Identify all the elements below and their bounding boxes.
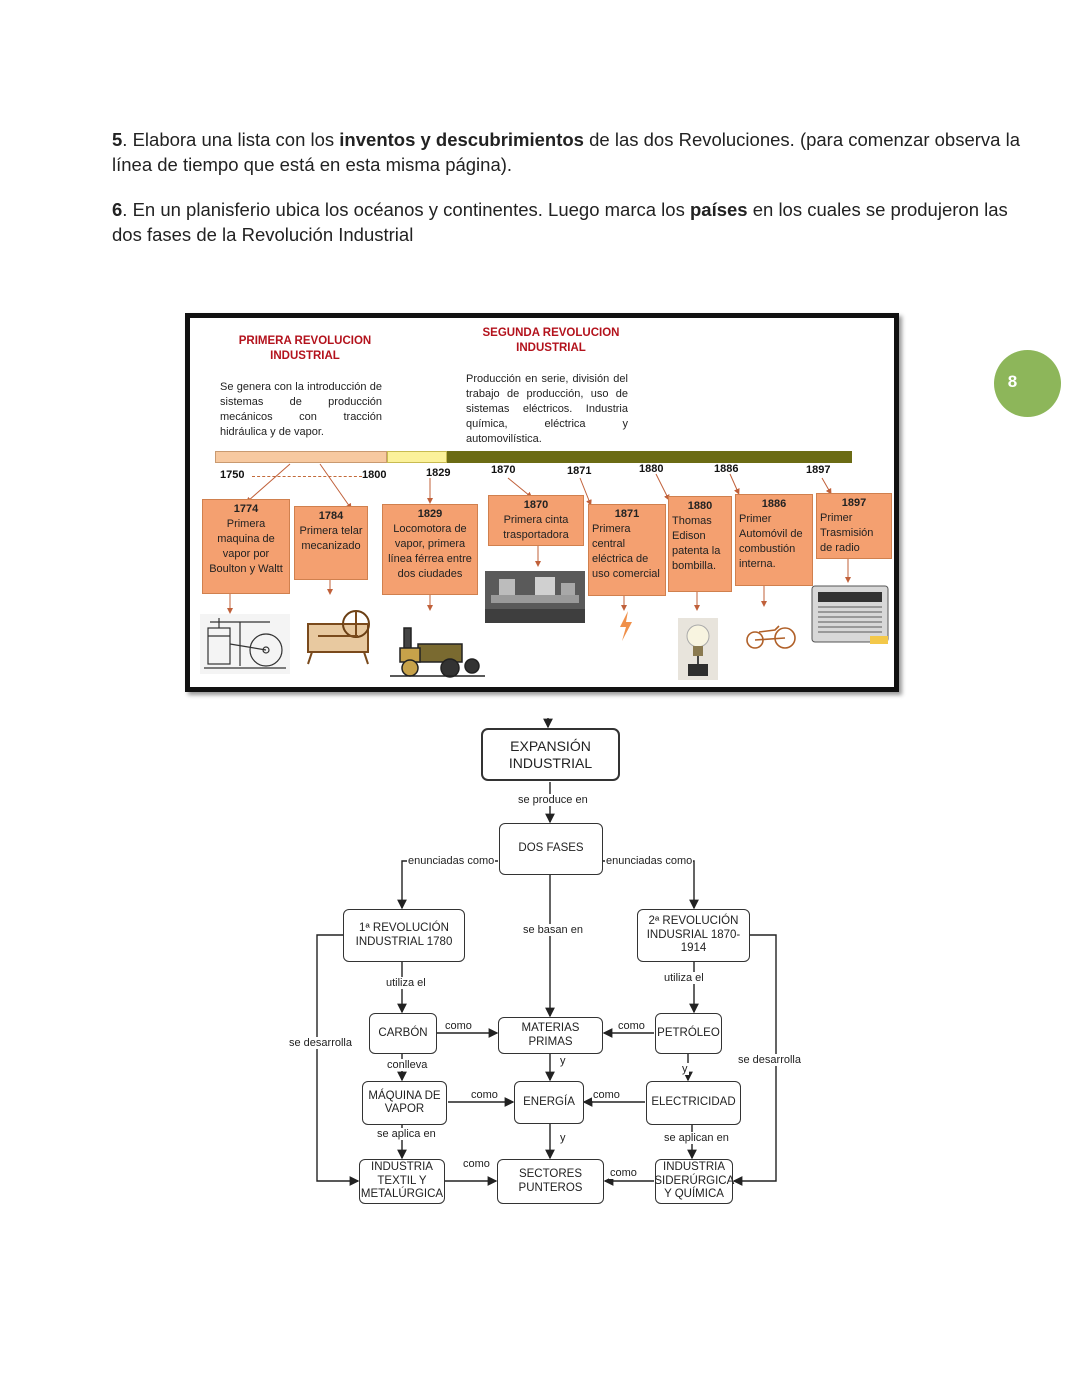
event-text: Primer Automóvil de combustión interna.	[739, 513, 803, 570]
link-label: como	[617, 1020, 646, 1032]
link-label: se aplica en	[376, 1128, 437, 1140]
link-label: como	[470, 1089, 499, 1101]
mechanical-loom-image	[307, 610, 370, 665]
page-number: 8	[1007, 371, 1018, 391]
link-label: se aplican en	[663, 1132, 730, 1144]
node-dos-fases: DOS FASES	[499, 823, 603, 875]
year-label: 1750	[220, 469, 245, 481]
node-expansion-industrial: EXPANSIÓN INDUSTRIAL	[481, 728, 620, 781]
link-label: y	[559, 1132, 567, 1144]
event-year: 1871	[614, 508, 640, 520]
timeline-connectors	[227, 463, 851, 614]
event-year: 1886	[761, 498, 787, 510]
question-5-text-a: . Elabora una lista con los	[122, 129, 340, 150]
link-label: enunciadas como	[407, 855, 496, 867]
node-second-revolution: 2ª REVOLUCIÓN INDUSRIAL 1870-1914	[637, 909, 750, 962]
year-label: 1870	[491, 464, 516, 476]
link-label: se produce en	[517, 794, 589, 806]
question-6-number: 6	[112, 199, 123, 220]
year-label: 1800	[362, 469, 387, 481]
event-year: 1829	[417, 508, 443, 520]
question-6-bold: países	[689, 199, 748, 220]
link-label: utiliza el	[385, 977, 427, 989]
event-text: Primera maquina de vapor por Boulton y W…	[209, 518, 283, 575]
first-revolution-description: Se genera con la introducción de sistema…	[220, 381, 382, 438]
node-petroleo: PETRÓLEO	[655, 1013, 722, 1054]
link-label: utiliza el	[663, 972, 705, 984]
node-materias-primas: MATERIAS PRIMAS	[498, 1017, 603, 1054]
link-label: se desarrolla	[737, 1054, 802, 1066]
flowchart-connectors	[316, 718, 777, 1186]
question-6: 6. En un planisferio ubica los océanos y…	[112, 197, 1042, 247]
timeline-figure: PRIMERA REVOLUCION INDUSTRIAL Se genera …	[185, 313, 899, 692]
link-label: se basan en	[522, 924, 584, 936]
node-maquina-de-vapor: MÁQUINA DE VAPOR	[362, 1081, 447, 1125]
question-6-text-a: . En un planisferio ubica los océanos y …	[122, 199, 690, 220]
question-5-bold: inventos y descubrimientos	[339, 129, 584, 150]
node-carbon: CARBÓN	[369, 1013, 437, 1054]
first-automobile-image	[746, 625, 796, 649]
event-year: 1870	[523, 499, 549, 511]
lightning-icon	[620, 611, 632, 641]
second-revolution-description: Producción en serie, división del trabaj…	[466, 373, 628, 445]
node-industria-siderurgica: INDUSTRIA SIDERÚRGICA Y QUÍMICA	[654, 1159, 734, 1204]
question-5: 5. Elabora una lista con los inventos y …	[112, 127, 1042, 177]
event-year: 1880	[687, 500, 713, 512]
first-revolution-title: PRIMERA REVOLUCION INDUSTRIAL	[238, 335, 372, 362]
link-label: enunciadas como	[605, 855, 694, 867]
second-revolution-title: SEGUNDA REVOLUCION INDUSTRIAL	[482, 327, 620, 354]
link-label: y	[559, 1055, 567, 1067]
conveyor-belt-image	[485, 571, 585, 623]
link-label: conlleva	[386, 1059, 429, 1071]
event-year: 1774	[233, 503, 259, 515]
year-label: 1886	[714, 463, 739, 475]
node-electricidad: ELECTRICIDAD	[646, 1081, 741, 1125]
page-number-badge: 8	[994, 350, 1061, 417]
link-label: como	[462, 1158, 491, 1170]
year-label: 1897	[806, 464, 831, 476]
year-label: 1880	[639, 463, 664, 475]
event-year: 1897	[841, 497, 867, 509]
question-5-number: 5	[112, 129, 123, 150]
event-text: Primer Trasmisión de radio	[820, 512, 874, 554]
node-first-revolution: 1ª REVOLUCIÓN INDUSTRIAL 1780	[343, 909, 465, 962]
light-bulb-image	[678, 618, 718, 680]
timeline-bar-second	[447, 451, 852, 463]
link-label: como	[444, 1020, 473, 1032]
node-industria-textil: INDUSTRIA TEXTIL Y METALÚRGICA	[359, 1159, 445, 1204]
steam-locomotive-image	[390, 627, 485, 678]
event-text: Primera cinta trasportadora	[503, 514, 569, 541]
timeline-bar-first	[215, 451, 387, 463]
year-label: 1871	[567, 465, 592, 477]
event-year: 1784	[318, 510, 344, 522]
question-5-text-b: de las dos Revoluciones. (para comenzar …	[112, 129, 1020, 175]
link-label: como	[592, 1089, 621, 1101]
event-text: Primera central eléctrica de uso comerci…	[592, 523, 660, 580]
node-energia: ENERGÍA	[514, 1081, 584, 1124]
link-label: se desarrolla	[288, 1037, 353, 1049]
event-text: Thomas Edison patenta la bombilla.	[672, 515, 721, 572]
link-label: y	[681, 1063, 689, 1075]
link-label: como	[609, 1167, 638, 1179]
event-text: Primera telar mecanizado	[299, 525, 363, 552]
year-label: 1829	[426, 467, 451, 479]
timeline-bar-transition	[387, 451, 447, 463]
question-6-text-b: en los cuales se produjeron las dos fase…	[112, 199, 1008, 245]
radio-image	[811, 585, 889, 644]
dashed-connector	[252, 476, 362, 477]
steam-engine-image	[200, 614, 290, 674]
flowchart: EXPANSIÓN INDUSTRIAL DOS FASES 1ª REVOLU…	[280, 715, 820, 1225]
event-text: Locomotora de vapor, primera línea férre…	[388, 523, 472, 580]
node-sectores-punteros: SECTORES PUNTEROS	[497, 1159, 604, 1204]
